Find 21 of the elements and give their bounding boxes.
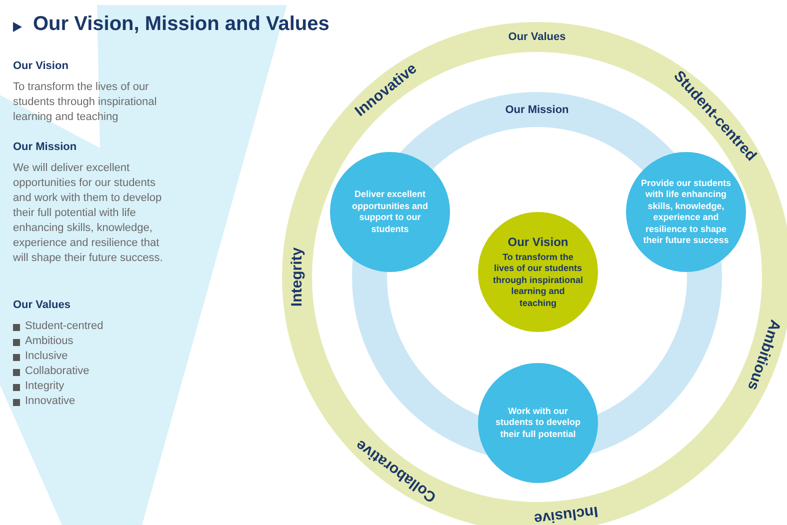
ring-heading: Our Mission — [505, 104, 569, 116]
section-heading: Our Vision — [13, 59, 70, 74]
body-text: We will deliver excellent opportunities for our students and work with them to develop their full potential with life enhancing skills, knowledge, experience and resilience that will shape their future success. — [13, 161, 164, 266]
list-item: Inclusive — [25, 349, 68, 364]
list-item: Integrity — [25, 379, 64, 394]
section-heading: Our Values — [13, 298, 72, 313]
body-text: To transform the lives of our students through inspirational learning and teaching — [13, 80, 158, 125]
list-item: Student-centred — [25, 319, 104, 334]
circle-text: Deliver excellent opportunities and support to our students — [351, 189, 429, 235]
circle-text: To transform the lives of our students through inspirational learning and teaching — [492, 252, 584, 310]
section-heading: Our Mission — [13, 140, 78, 155]
ring-heading: Our Values — [508, 31, 566, 43]
circle-text: Provide our students with life enhancing skills, knowledge, experience and resilience to shape their future success — [640, 178, 732, 246]
value-label: Integrity — [288, 247, 306, 307]
circle-heading: Our Vision — [508, 234, 568, 249]
list-item: Innovative — [25, 394, 76, 409]
title: Our Vision, Mission and Values — [33, 13, 330, 36]
circle-text: Work with our students to develop their full potential — [494, 406, 582, 440]
list-item: Ambitious — [25, 334, 74, 349]
value-label: Inclusive — [533, 502, 600, 525]
list-item: Collaborative — [25, 364, 90, 379]
